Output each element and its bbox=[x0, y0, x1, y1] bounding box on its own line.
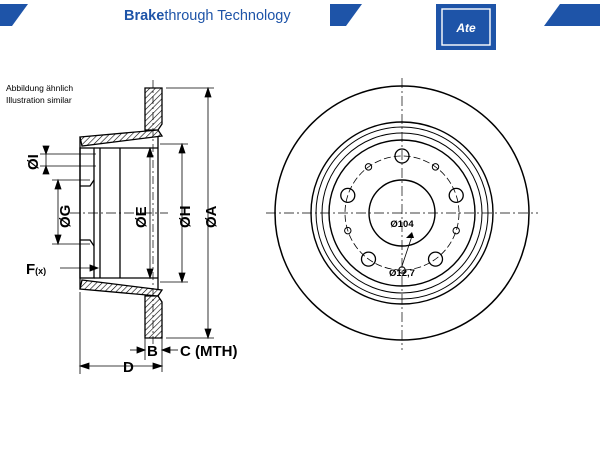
label-d: D bbox=[123, 359, 134, 376]
banner-title-panel bbox=[24, 4, 312, 26]
bolt-hole-leader bbox=[401, 235, 413, 267]
side-view-dimensions bbox=[40, 86, 214, 374]
label-c-mth: C (MTH) bbox=[180, 343, 237, 360]
dim-g-arrow-top bbox=[54, 178, 62, 190]
flange-detail-bottom bbox=[80, 239, 95, 247]
logo-text: Ate bbox=[455, 21, 476, 35]
dim-h-arrow-bottom bbox=[178, 272, 186, 284]
hat-lower-wall-section bbox=[79, 279, 164, 297]
vent-hole-icon bbox=[452, 226, 460, 235]
bolt-holes bbox=[340, 148, 464, 267]
vent-holes bbox=[344, 163, 460, 274]
header-banner: Brakethrough Technology Ate bbox=[0, 4, 600, 50]
label-dia-e: ØE bbox=[133, 206, 150, 228]
dim-d-arrow-left bbox=[78, 362, 90, 370]
hat-step-2 bbox=[328, 139, 476, 287]
hat-upper-wall-section bbox=[79, 129, 164, 147]
flange-detail-top bbox=[80, 179, 95, 187]
label-dia-g: ØG bbox=[57, 205, 74, 228]
banner-right-stripe bbox=[544, 4, 600, 26]
bolt-hole-icon bbox=[360, 251, 377, 267]
friction-ring-lower-section bbox=[144, 295, 163, 339]
dim-h-arrow-top bbox=[178, 142, 186, 154]
label-dia-i: ØI bbox=[25, 154, 42, 170]
front-view-labels: Ø104 Ø12,7 bbox=[389, 219, 415, 279]
label-dia-h: ØH bbox=[177, 206, 194, 229]
hat-step-1 bbox=[321, 132, 483, 294]
ate-logo-icon: Ate bbox=[436, 4, 496, 50]
bolt-hole-icon bbox=[448, 187, 464, 204]
bolt-hole-icon bbox=[427, 251, 444, 267]
brand-title: Brakethrough Technology bbox=[124, 8, 291, 24]
bolt-hole-icon bbox=[340, 187, 356, 204]
vent-hole-icon bbox=[398, 266, 406, 274]
dim-a-arrow-top bbox=[204, 86, 212, 98]
dim-a-arrow-bottom bbox=[204, 328, 212, 340]
dim-e-arrow-top bbox=[146, 146, 154, 158]
dim-d-arrow-right bbox=[152, 362, 164, 370]
dim-i-arrow-top bbox=[42, 145, 50, 156]
vent-hole-icon bbox=[364, 163, 373, 171]
friction-ring-inner-edge bbox=[310, 121, 494, 305]
label-dia-a: ØA bbox=[203, 205, 220, 228]
front-disc-view bbox=[266, 78, 538, 350]
bolt-circle bbox=[344, 155, 460, 271]
side-section-view bbox=[70, 80, 168, 346]
caption-line-1: Abbildung ähnlich bbox=[6, 83, 73, 93]
bolt-hole-leader-arrow bbox=[406, 232, 414, 238]
side-view-labels: ØI ØG ØE ØH ØA F(x) B C (MTH) D bbox=[25, 154, 237, 376]
label-f: F(x) bbox=[26, 261, 46, 278]
dim-b-arrow-left bbox=[136, 346, 147, 354]
vent-hole-icon bbox=[344, 226, 352, 235]
banner-mid-stripe bbox=[330, 4, 362, 26]
label-center-bore: Ø104 bbox=[390, 219, 414, 230]
center-bore bbox=[368, 179, 436, 247]
dim-g-arrow-bottom bbox=[54, 234, 62, 246]
caption-line-2: Illustration similar bbox=[6, 95, 72, 105]
hat-outer-edge bbox=[315, 126, 489, 300]
friction-ring-upper-section bbox=[144, 87, 163, 131]
bolt-hole-icon bbox=[394, 148, 410, 164]
dim-f-arrow bbox=[89, 264, 100, 272]
dim-i-arrow-bottom bbox=[42, 164, 50, 175]
dim-e-arrow-bottom bbox=[146, 268, 154, 280]
vent-hole-icon bbox=[431, 163, 440, 171]
label-b: B bbox=[147, 343, 158, 360]
disc-outer-edge bbox=[274, 85, 530, 341]
dim-b-arrow-right bbox=[160, 346, 171, 354]
label-bolt-hole: Ø12,7 bbox=[389, 268, 415, 279]
banner-left-stripe bbox=[0, 4, 28, 26]
